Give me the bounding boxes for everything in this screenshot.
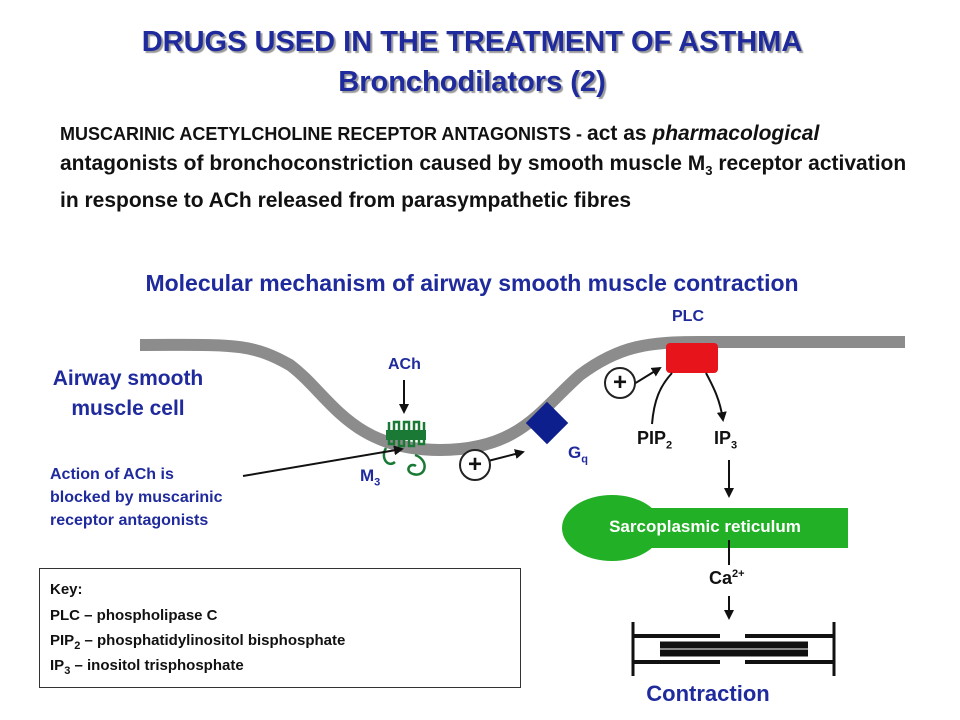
contraction-label: Contraction: [646, 681, 770, 706]
arrow-gq-to-plc: [633, 366, 662, 385]
pip2-text: PIP: [637, 428, 667, 448]
action-line1: Action of ACh is: [50, 466, 174, 483]
action-line2: blocked by muscarinic: [50, 489, 223, 506]
plc-enzyme: [666, 343, 718, 373]
cell-membrane: [139, 336, 905, 457]
ip3-sub: 3: [731, 439, 738, 452]
gq-protein: [525, 401, 569, 445]
pip2-sub: 2: [666, 439, 673, 452]
plus-sign-m3-gq: +: [459, 449, 491, 481]
page-subtitle: Bronchodilators (2): [338, 66, 606, 98]
gq-sub: q: [581, 453, 588, 466]
key-ip3-sub: 3: [64, 665, 71, 677]
gq-text: G: [568, 443, 582, 462]
cell-label: Airway smooth muscle cell: [38, 364, 218, 424]
key-ip3-b: – inositol trisphosphate: [70, 657, 244, 674]
key-pip2-b: – phosphatidylinositol bisphosphate: [80, 632, 346, 649]
key-pip2-sub: 2: [74, 640, 81, 652]
intro-part1: act as: [587, 122, 653, 145]
sarcoplasmic-label: Sarcoplasmic reticulum: [609, 517, 801, 536]
action-note: Action of ACh is blocked by muscarinic rec…: [50, 463, 300, 532]
intro-italic: pharmacological: [652, 122, 820, 145]
intro-sub: 3: [705, 163, 713, 179]
m3-text: M: [360, 466, 375, 485]
key-ip3-a: IP: [50, 657, 65, 674]
key-plc: PLC – phospholipase C: [50, 607, 218, 624]
cell-label-line2: muscle cell: [71, 397, 185, 420]
ip3-text: IP: [714, 428, 732, 448]
ip3-label: IP3: [714, 428, 737, 452]
key-box: Key: PLC – phospholipase C PIP2 – phosph…: [39, 568, 521, 688]
calcium-label: Ca2+: [709, 568, 745, 589]
arrow-plc-ip3: [705, 372, 727, 422]
ca-sup: 2+: [732, 568, 745, 580]
intro-lead: MUSCARINIC ACETYLCHOLINE RECEPTOR ANTAGO…: [60, 124, 588, 144]
key-title: Key:: [50, 581, 83, 598]
ach-label: ACh: [388, 356, 421, 373]
intro-paragraph: MUSCARINIC ACETYLCHOLINE RECEPTOR ANTAGO…: [60, 119, 910, 216]
arrow-m3-to-gq: [487, 449, 525, 462]
cell-label-line1: Airway smooth: [52, 367, 204, 390]
plc-label: PLC: [672, 308, 704, 325]
ca-text: Ca: [709, 568, 733, 588]
diagram-title: Molecular mechanism of airway smooth mus…: [145, 270, 799, 296]
key-pip2: PIP2 – phosphatidylinositol bisphosphate: [50, 632, 345, 652]
pip2-label: PIP2: [637, 428, 672, 452]
action-line3: receptor antagonists: [50, 512, 209, 529]
intro-part2: antagonists of bronchoconstriction cause…: [60, 152, 706, 175]
intro-part3: receptor activation in response to ACh r…: [60, 152, 907, 213]
arrow-plc-pip2: [651, 372, 673, 425]
page-title: DRUGS USED IN THE TREATMENT OF ASTHMA: [141, 26, 803, 58]
gq-label: Gq: [568, 443, 588, 465]
key-ip3: IP3 – inositol trisphosphate: [50, 657, 244, 677]
m3-label: M3: [360, 466, 380, 488]
key-pip2-a: PIP: [50, 632, 75, 649]
plus-sign-gq-plc: +: [604, 367, 636, 399]
m3-sub: 3: [374, 476, 381, 489]
sarcomere: [631, 622, 836, 676]
m3-receptor: [382, 420, 426, 476]
arrow-action-to-m3: [242, 445, 404, 477]
